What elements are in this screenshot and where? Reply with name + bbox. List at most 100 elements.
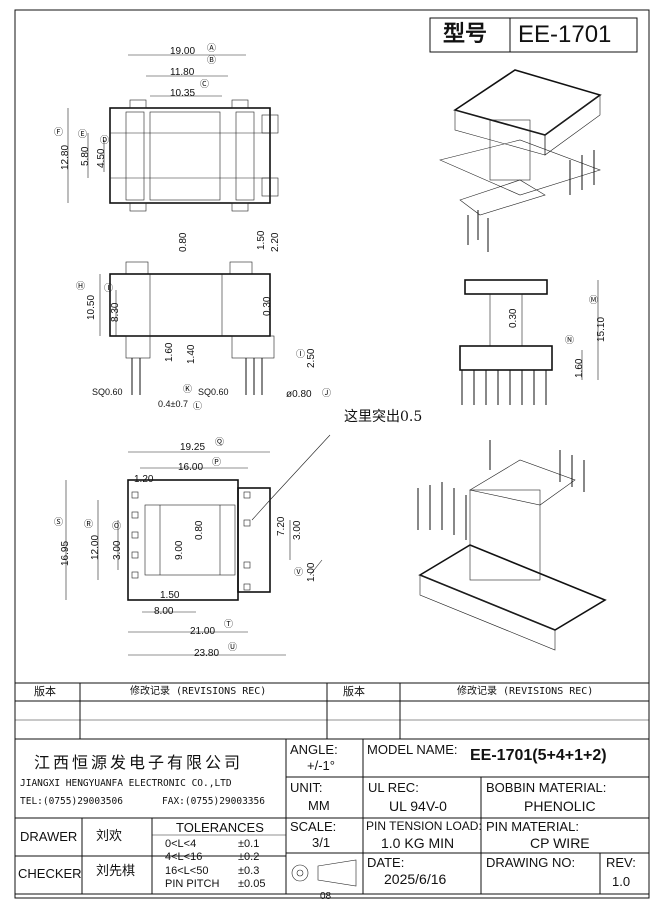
tol-range-1: 0<L<4 <box>165 838 197 850</box>
circle-c: Ⓒ <box>200 79 210 89</box>
tol-value-2: ±0.2 <box>238 851 260 863</box>
scale-label: SCALE: <box>290 819 337 834</box>
dim-front-l: 1.40 <box>186 344 197 364</box>
company-fax: FAX:(0755)29003356 <box>162 796 265 807</box>
dim-d: 4.50 <box>96 148 107 168</box>
dim-dia: ø0.80 <box>286 389 312 400</box>
dim-bot-p: 16.00 <box>178 462 204 473</box>
model-label: MODEL NAME: <box>367 742 458 757</box>
dim-f: 12.80 <box>60 144 71 170</box>
circle-n: Ⓝ <box>565 335 575 345</box>
title-block <box>14 738 650 895</box>
circle-o: Ⓞ <box>112 521 122 531</box>
company-en: JIANGXI HENGYUANFA ELECTRONIC CO.,LTD <box>20 778 232 789</box>
drawer-label: DRAWER <box>20 829 78 844</box>
dim-front-m: 2.50 <box>306 348 317 368</box>
circle-l: Ⓛ <box>193 401 203 411</box>
dim-sq2: SQ0.60 <box>198 387 229 397</box>
iso-view-bottom <box>417 440 607 651</box>
sheet-border <box>14 9 650 899</box>
circle-r: Ⓡ <box>84 519 94 529</box>
dim-front-a: 0.80 <box>178 232 189 252</box>
dim-bot-o: 3.00 <box>112 540 123 560</box>
circle-m: Ⓜ <box>589 295 599 305</box>
dim-side-n: 1.60 <box>574 358 585 378</box>
ul-value: UL 94V-0 <box>389 798 447 814</box>
type-label: 型号 <box>443 21 488 47</box>
rev-record-label-2: 修改记录 (REVISIONS REC) <box>457 686 594 697</box>
dim-side-t: 0.30 <box>508 308 519 328</box>
front-view <box>99 261 275 395</box>
circle-f: Ⓕ <box>54 127 64 137</box>
dim-side-m: 15.10 <box>596 316 607 342</box>
dim-sq1: SQ0.60 <box>92 387 123 397</box>
dim-bot-p2: 9.00 <box>174 540 185 560</box>
dim-pitch: 0.4±0.7 <box>158 399 188 409</box>
angle-label: ANGLE: <box>290 742 338 757</box>
unit-label: UNIT: <box>290 780 323 795</box>
pin-tension-label: PIN TENSION LOAD: <box>366 819 482 833</box>
circle-h: Ⓗ <box>76 281 86 291</box>
bobbin-label: BOBBIN MATERIAL: <box>486 780 607 795</box>
rev-version-label-2: 版本 <box>343 685 365 698</box>
rev-label: REV: <box>606 855 636 870</box>
circle-p: Ⓟ <box>212 457 222 467</box>
dim-bot-q2: 0.80 <box>194 520 205 540</box>
ul-label: UL REC: <box>368 780 419 795</box>
checker-label: CHECKER <box>18 866 82 881</box>
dim-front-i: 8.30 <box>110 302 121 322</box>
dim-bot-r2: 7.20 <box>276 516 287 536</box>
circle-t: Ⓣ <box>224 619 234 629</box>
dim-c: 10.35 <box>170 88 196 99</box>
dim-bot-q: 19.25 <box>180 442 206 453</box>
bobbin-value: PHENOLIC <box>524 798 596 814</box>
dim-bot-x: 8.00 <box>154 606 174 617</box>
drawer-name: 刘欢 <box>96 829 123 844</box>
circle-u: Ⓤ <box>228 642 238 652</box>
iso-view-top <box>439 69 602 252</box>
dim-front-c: 2.20 <box>270 232 281 252</box>
circle-i: Ⓘ <box>104 283 114 293</box>
tol-range-2: 4<L<16 <box>165 851 203 863</box>
dim-front-j: 0.30 <box>262 296 273 316</box>
dim-bot-n1: 1.20 <box>134 474 154 485</box>
checker-name: 刘先棋 <box>96 864 136 879</box>
circle-k: Ⓚ <box>183 384 193 394</box>
side-view <box>459 279 599 405</box>
rev-version-label-1: 版本 <box>34 685 56 698</box>
tol-range-3: 16<L<50 <box>165 865 209 877</box>
rev-record-label-1: 修改记录 (REVISIONS REC) <box>130 686 267 697</box>
dim-front-k: 1.60 <box>164 342 175 362</box>
date-label: DATE: <box>367 855 405 870</box>
dim-e: 5.80 <box>80 146 91 166</box>
tolerances-label: TOLERANCES <box>176 820 264 835</box>
type-value: EE-1701 <box>518 21 612 48</box>
circle-d: Ⓓ <box>100 135 110 145</box>
dim-bot-u: 23.80 <box>194 648 220 659</box>
top-view <box>67 54 279 212</box>
pin-material-value: CP WIRE <box>530 835 590 851</box>
unit-value: MM <box>308 798 330 813</box>
bottom-view <box>65 434 331 656</box>
date-value: 2025/6/16 <box>384 871 447 887</box>
circle-j: Ⓙ <box>322 388 332 398</box>
pin-tension-value: 1.0 KG MIN <box>381 835 455 851</box>
circle-s: Ⓢ <box>54 517 64 527</box>
circle-v: Ⓥ <box>294 567 304 577</box>
tol-value-4: ±0.05 <box>238 878 266 890</box>
circle-q: Ⓠ <box>215 437 225 447</box>
page-number: 08 <box>320 891 332 902</box>
scale-value: 3/1 <box>312 835 331 850</box>
tol-value-1: ±0.1 <box>238 838 260 850</box>
dim-bot-t: 21.00 <box>190 626 216 637</box>
dim-bot-v: 1.00 <box>306 562 317 582</box>
pin-material-label: PIN MATERIAL: <box>486 819 579 834</box>
dim-a: 19.00 <box>170 46 196 57</box>
tol-value-3: ±0.3 <box>238 865 260 877</box>
dim-front-b: 1.50 <box>256 230 267 250</box>
tol-range-4: PIN PITCH <box>165 878 220 890</box>
protrusion-note: 这里突出0.5 <box>344 409 423 425</box>
dim-b: 11.80 <box>170 67 195 78</box>
